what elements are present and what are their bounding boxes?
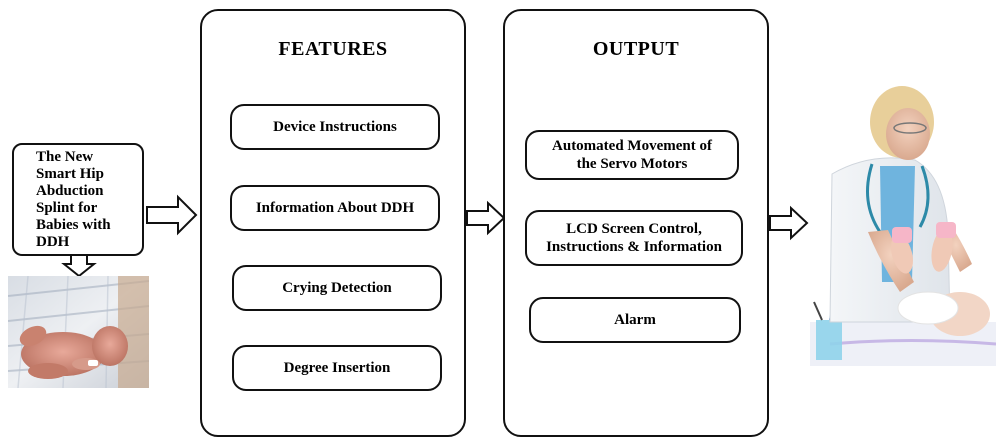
right-arrow-icon: [466, 200, 506, 236]
input-line: DDH: [36, 234, 70, 250]
input-line: Babies with: [36, 217, 111, 233]
output-item-line: LCD Screen Control,: [566, 221, 702, 237]
feature-item-label: Degree Insertion: [283, 360, 391, 376]
features-panel: FEATURES Device Instructions Information…: [200, 9, 466, 437]
output-title: OUTPUT: [592, 38, 680, 60]
feature-item: Device Instructions: [230, 104, 440, 150]
input-line: Smart Hip: [36, 166, 104, 182]
feature-item: Crying Detection: [232, 265, 442, 311]
output-item-line: Automated Movement of: [552, 138, 712, 154]
down-arrow-icon: [61, 254, 97, 278]
newborn-photo: [8, 276, 149, 388]
feature-item-label: Crying Detection: [282, 280, 392, 296]
output-panel: OUTPUT Automated Movement of the Servo M…: [503, 9, 769, 437]
features-title: FEATURES: [278, 38, 388, 60]
right-arrow-icon: [146, 194, 198, 236]
output-item-line: Instructions & Information: [546, 239, 722, 255]
output-item: LCD Screen Control, Instructions & Infor…: [525, 210, 743, 266]
feature-item: Degree Insertion: [232, 345, 442, 391]
output-item: Alarm: [529, 297, 741, 343]
right-arrow-icon: [769, 205, 809, 241]
doctor-photo: [810, 82, 996, 366]
feature-item-label: Device Instructions: [273, 119, 397, 135]
input-line: The New: [36, 149, 94, 165]
feature-item-label: Information About DDH: [255, 200, 415, 216]
feature-item: Information About DDH: [230, 185, 440, 231]
input-line: Abduction: [36, 183, 104, 199]
output-item-line: the Servo Motors: [576, 156, 688, 172]
input-line: Splint for: [36, 200, 98, 216]
output-item: Automated Movement of the Servo Motors: [525, 130, 739, 180]
input-box: The New Smart Hip Abduction Splint for B…: [12, 143, 144, 256]
output-item-line: Alarm: [614, 312, 656, 328]
